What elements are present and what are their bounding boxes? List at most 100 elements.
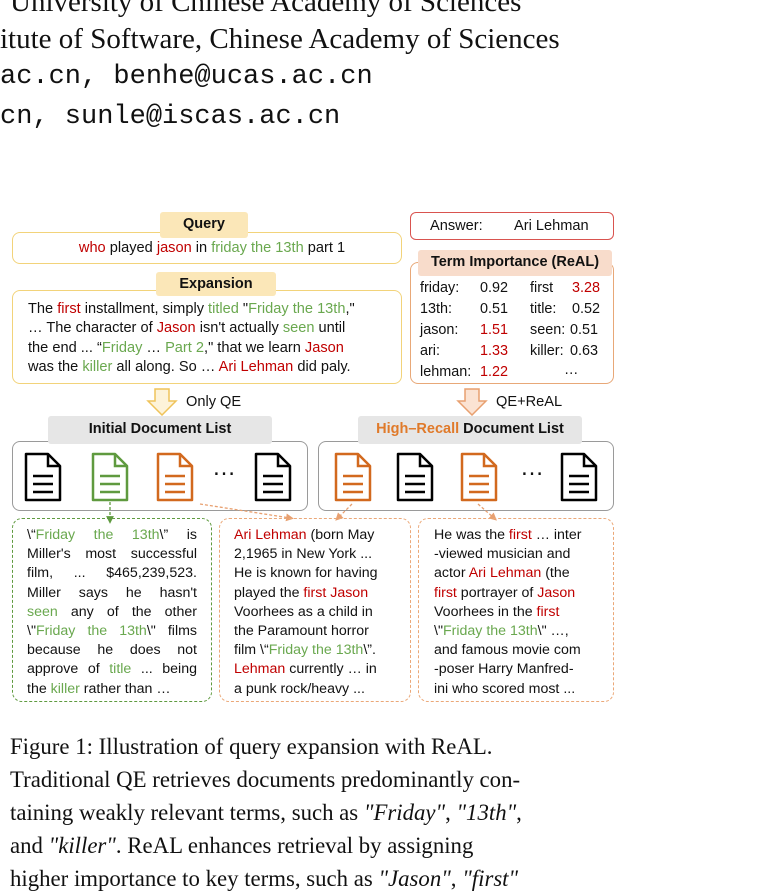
term-value: 1.33	[480, 343, 509, 359]
term-value: 0.92	[480, 280, 509, 296]
document-icon	[91, 452, 129, 502]
snippet-line: approve of title ... being	[27, 661, 197, 678]
term-name: seen:	[530, 322, 566, 338]
expansion-line: was the killer all along. So … Ari Lehma…	[28, 359, 351, 376]
snippet-line: a punk rock/heavy ...	[234, 680, 365, 697]
term-ellipsis: …	[564, 362, 579, 378]
query-word: part 1	[307, 240, 346, 256]
query-word: friday the 13th	[211, 240, 304, 256]
expansion-label: Expansion	[156, 272, 276, 296]
answer-label: Answer:	[430, 218, 483, 234]
query-word: who	[78, 240, 106, 256]
more-documents-ellipsis: …	[520, 454, 544, 481]
term-value: 0.63	[570, 343, 599, 359]
query-word: played	[109, 240, 153, 256]
snippet-line: -poser Harry Manfred-	[434, 661, 574, 678]
term-value: 0.51	[480, 301, 509, 317]
query-word: jason	[156, 240, 192, 256]
snippet-line: -viewed musician and	[434, 546, 571, 563]
term-value: 3.28	[572, 280, 601, 296]
snippet-line: ini who scored most ...	[434, 680, 576, 697]
snippet-line: the Paramount horror	[234, 623, 369, 640]
document-icon	[254, 452, 292, 502]
snippet-line: 2,1965 in New York ...	[234, 546, 373, 563]
document-icon	[156, 452, 194, 502]
term-value: 1.51	[480, 322, 509, 338]
document-snippet-3-text: He was the first … inter -viewed musicia…	[434, 526, 600, 699]
term-name: title:	[530, 301, 557, 317]
snippet-line: Ari Lehman (born May	[234, 527, 375, 543]
snippet-line: actor Ari Lehman (the	[434, 565, 570, 582]
snippet-line: He is known for having	[234, 565, 378, 582]
term-name: ari:	[420, 343, 440, 359]
document-snippet-3	[418, 518, 614, 702]
expansion-text: The first installment, simply titled "Fr…	[28, 300, 384, 378]
term-name: lehman:	[420, 364, 472, 380]
query-label: Query	[160, 212, 248, 238]
email-line-2: cn, sunle@iscas.ac.cn	[0, 102, 341, 132]
down-arrow-icon	[146, 388, 178, 416]
query-text: who played jason in friday the 13th part…	[62, 239, 362, 258]
snippet-line: seen any of the other	[27, 603, 197, 620]
only-qe-label: Only QE	[186, 394, 242, 410]
term-name: first	[530, 280, 554, 296]
snippet-line: Voorhees as a child in	[234, 603, 373, 620]
query-word: in	[195, 240, 208, 256]
snippet-line: because he does not	[27, 642, 197, 659]
term-value: 0.52	[572, 301, 601, 317]
document-list-word: Document List	[459, 421, 564, 437]
more-documents-ellipsis: …	[212, 454, 236, 481]
term-value: 1.22	[480, 364, 509, 380]
document-snippet-1-text: \“Friday the 13th\” is Miller's most suc…	[27, 526, 197, 699]
document-snippet-2-text: Ari Lehman (born May 2,1965 in New York …	[234, 526, 396, 699]
snippet-line: Lehman currently … in	[234, 661, 377, 678]
snippet-line: \"Friday the 13th\" …,	[434, 623, 569, 640]
caption-line: higher importance to key terms, such as …	[10, 866, 519, 891]
document-icon	[334, 452, 372, 502]
term-name: jason:	[420, 322, 459, 338]
document-icon	[460, 452, 498, 502]
initial-document-list-label: Initial Document List	[48, 416, 272, 444]
snippet-line: \"Friday the 13th\" films	[27, 623, 198, 640]
document-icon	[396, 452, 434, 502]
snippet-line: the killer rather than …	[27, 680, 171, 697]
affiliation-line-2: itute of Software, Chinese Academy of Sc…	[0, 23, 560, 55]
snippet-line: Voorhees in the first	[434, 603, 560, 620]
high-recall-word: High–Recall	[376, 421, 460, 437]
term-importance-label: Term Importance (ReAL)	[418, 250, 612, 276]
snippet-line: played the first Jason	[234, 584, 369, 601]
term-name: friday:	[420, 280, 460, 296]
document-icon	[560, 452, 598, 502]
caption-line: Figure 1: Illustration of query expansio…	[10, 734, 493, 759]
figure-caption: Figure 1: Illustration of query expansio…	[10, 730, 762, 895]
term-name: 13th:	[420, 301, 453, 317]
caption-line: taining weakly relevant terms, such as "…	[10, 800, 522, 825]
document-snippet-2	[219, 518, 411, 702]
expansion-line: the end ... “Friday … Part 2," that we l…	[28, 339, 344, 356]
snippet-line: film \“Friday the 13th\”.	[234, 642, 376, 659]
high-recall-document-list-label: High–Recall Document List	[358, 416, 582, 444]
document-icon	[24, 452, 62, 502]
snippet-line: film, ... $465,239,523.	[27, 565, 197, 582]
affiliation-line-1: University of Chinese Academy of Science…	[10, 0, 522, 18]
connector-arrows	[106, 502, 497, 524]
snippet-line: and famous movie com	[434, 642, 581, 659]
figure: Query who played jason in friday the 13t…	[12, 212, 614, 702]
email-line-1: ac.cn, benhe@ucas.ac.cn	[0, 62, 373, 92]
qe-real-label: QE+ReAL	[496, 394, 563, 410]
snippet-line: Miller says he hasn't	[27, 584, 197, 601]
snippet-line: Miller's most successful	[27, 546, 197, 563]
snippet-line: first portrayer of Jason	[434, 584, 576, 601]
expansion-line: The first installment, simply titled "Fr…	[28, 301, 355, 317]
document-snippet-1	[12, 518, 212, 702]
term-name: killer:	[530, 343, 564, 359]
down-arrow-icon	[456, 388, 488, 416]
term-value: 0.51	[570, 322, 599, 338]
answer-box	[410, 212, 614, 240]
caption-line: Traditional QE retrieves documents predo…	[10, 767, 521, 792]
snippet-line: He was the first … inter	[434, 527, 582, 543]
snippet-line: \“Friday the 13th\” is	[27, 527, 197, 543]
expansion-line: … The character of Jason isn't actually …	[28, 320, 346, 337]
caption-line: and "killer". ReAL enhances retrieval by…	[10, 833, 474, 858]
answer-value: Ari Lehman	[514, 218, 589, 234]
